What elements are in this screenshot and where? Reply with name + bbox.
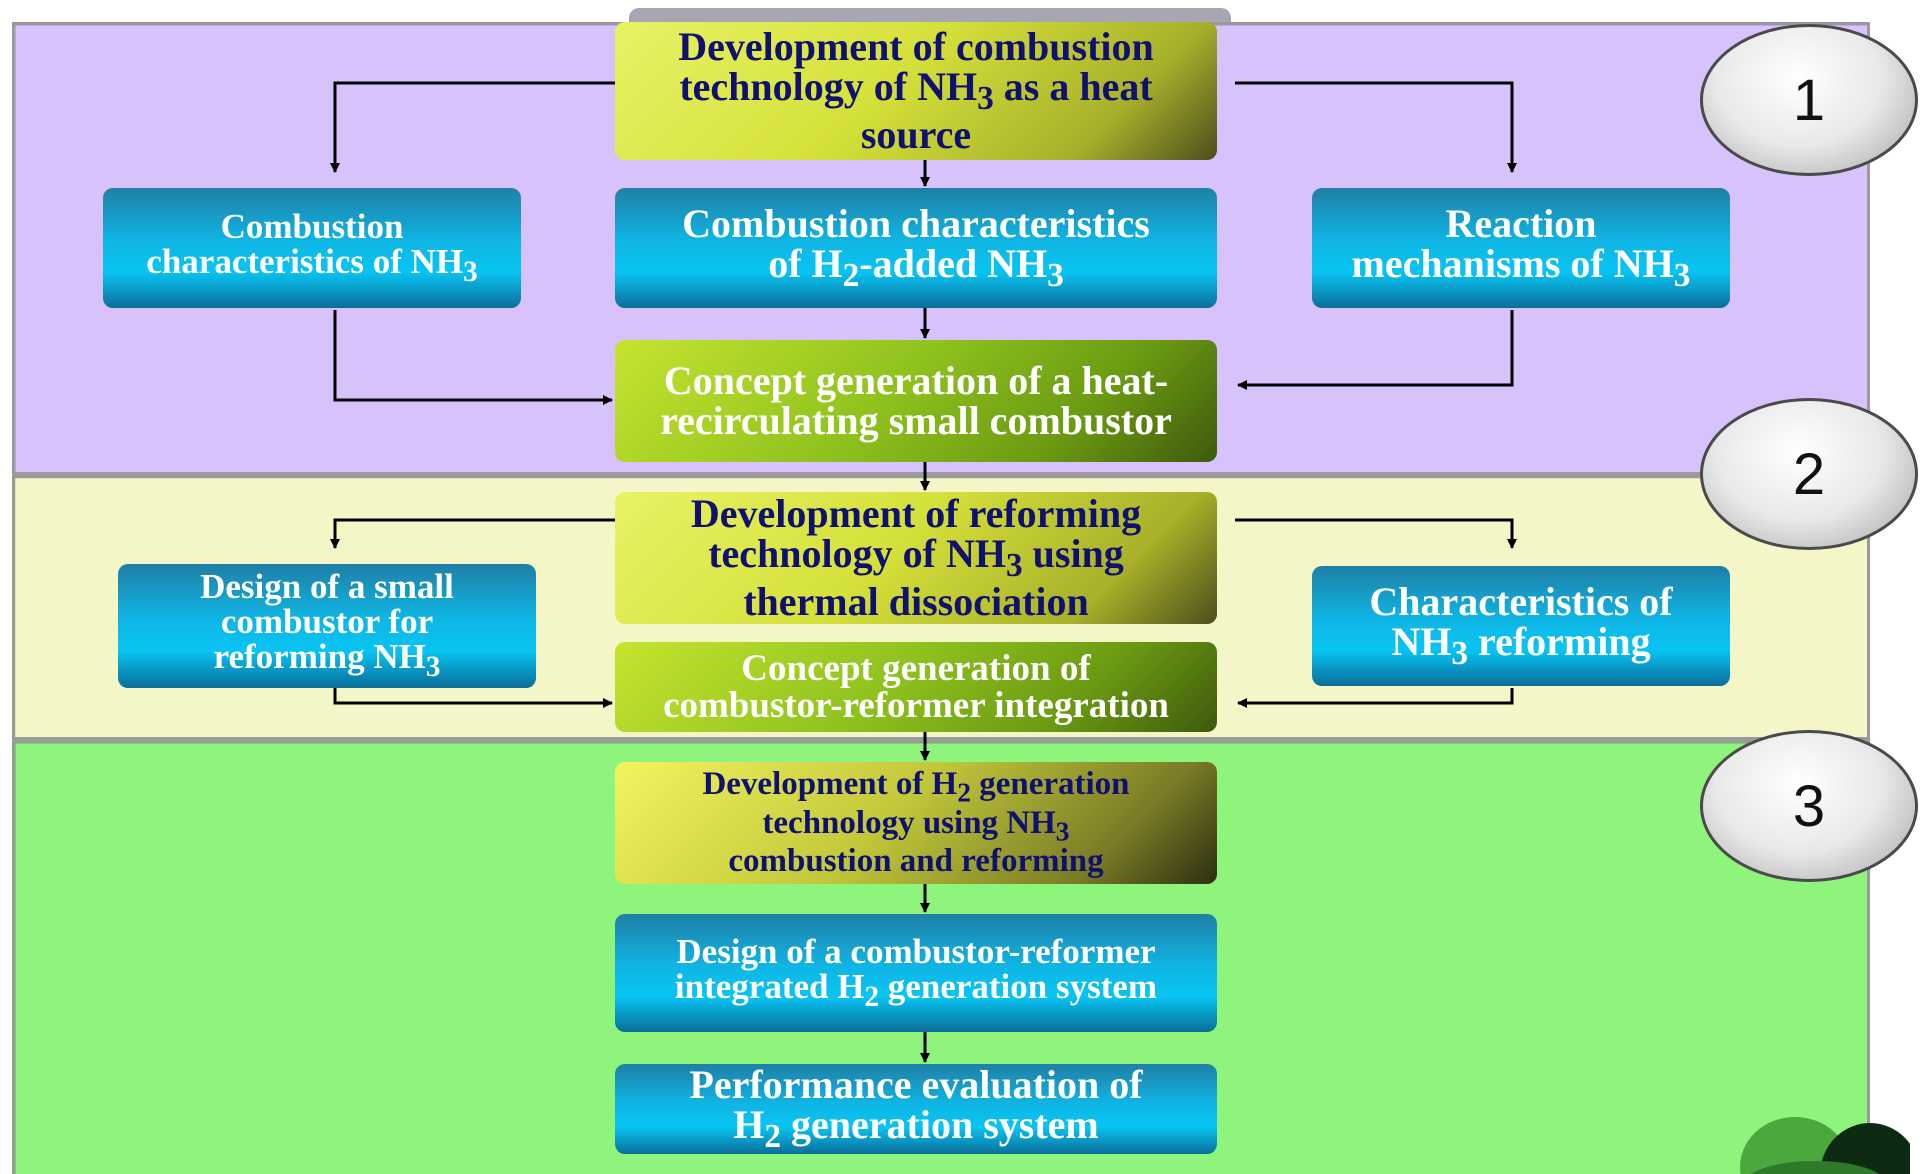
box-development-combustion-technology: Development of combustion technology of …	[615, 8, 1231, 160]
subscript: 3	[463, 255, 478, 288]
arrow-p2-left	[330, 518, 615, 549]
arrow-left-to-concept	[333, 310, 613, 405]
box-text: Concept generation of a heat-	[663, 358, 1169, 403]
box-text: as a heat	[993, 63, 1153, 109]
subscript: 2	[764, 1117, 782, 1155]
box-text: Characteristics of	[1369, 578, 1673, 624]
box-text: technology of NH	[708, 530, 1006, 576]
box-performance-evaluation: Performance evaluation of H2 generation …	[615, 1050, 1231, 1155]
subscript: 3	[1673, 256, 1691, 294]
box-development-h2-generation: Development of H2 generation technology …	[615, 748, 1231, 884]
subscript: 3	[977, 79, 994, 117]
arrow-p2-right-to-integ	[1237, 688, 1514, 708]
arrow-right-to-concept	[1237, 310, 1514, 390]
box-text: Concept generation of	[741, 648, 1091, 689]
box-text: Reaction	[1445, 200, 1597, 246]
box-text: thermal dissociation	[743, 579, 1089, 625]
subscript: 2	[842, 256, 860, 294]
box-development-reforming-technology: Development of reforming technology of N…	[615, 478, 1231, 625]
box-text: using	[1022, 530, 1124, 576]
box-text: technology using NH	[762, 804, 1056, 841]
subscript: 3	[425, 651, 441, 684]
box-text: reforming	[1468, 618, 1651, 664]
phase-badge-2: 2	[1700, 398, 1918, 550]
subscript: 3	[1005, 546, 1023, 584]
box-design-small-combustor: Design of a small combustor for reformin…	[118, 550, 550, 688]
badge-label: 1	[1792, 67, 1826, 133]
box-text: H	[733, 1101, 765, 1147]
box-text: combustor for	[220, 602, 434, 642]
subscript: 3	[1451, 634, 1469, 672]
box-text: generation	[970, 766, 1130, 803]
box-text: mechanisms of NH	[1351, 240, 1674, 286]
subscript: 3	[1047, 256, 1064, 294]
subscript: 2	[864, 980, 880, 1013]
box-text: NH	[1391, 618, 1452, 664]
box-text: technology of NH	[679, 63, 978, 109]
phase-badge-3: 3	[1700, 730, 1918, 882]
badge-label: 2	[1792, 441, 1826, 507]
box-text: Development of combustion	[678, 23, 1154, 69]
arrow-top-left	[330, 81, 615, 173]
box-text: Combustion characteristics	[682, 200, 1150, 246]
box-text: generation system	[879, 966, 1158, 1006]
box-text: of H	[768, 240, 843, 286]
box-text: -added NH	[859, 240, 1048, 286]
box-text: Design of a combustor-reformer	[676, 931, 1156, 971]
box-combustion-characteristics-nh3: Combustion characteristics of NH3	[103, 174, 535, 308]
box-characteristics-nh3-reforming: Characteristics of NH3 reforming	[1312, 552, 1744, 686]
box-text: reforming NH	[213, 637, 426, 677]
box-text: characteristics of NH	[146, 241, 464, 281]
box-text: Development of reforming	[690, 490, 1142, 536]
box-concept-combustor-reformer-integration: Concept generation of combustor-reformer…	[615, 628, 1231, 732]
phase-badge-1: 1	[1700, 24, 1918, 176]
box-text: source	[860, 112, 972, 158]
box-text: Design of a small	[200, 567, 454, 607]
box-text: Development of H	[702, 766, 958, 803]
subscript: 2	[957, 777, 971, 808]
box-reaction-mechanisms-nh3: Reaction mechanisms of NH3	[1312, 174, 1744, 308]
arrow-p2-left-to-integ	[333, 688, 613, 708]
badge-label: 3	[1792, 773, 1826, 839]
subscript: 3	[1055, 815, 1070, 847]
arrow-top-right	[1235, 81, 1517, 173]
box-concept-heat-recirculating: Concept generation of a heat- recirculat…	[615, 326, 1231, 462]
box-text: combustion and reforming	[728, 842, 1104, 879]
box-text: generation system	[781, 1101, 1099, 1147]
box-design-integrated-system: Design of a combustor-reformer integrate…	[615, 900, 1231, 1032]
box-text: recirculating small combustor	[660, 398, 1172, 443]
organization-logo-icon	[1720, 1105, 1910, 1174]
box-text: integrated H	[674, 966, 865, 1006]
box-combustion-characteristics-h2-nh3: Combustion characteristics of H2-added N…	[615, 174, 1231, 308]
box-text: Combustion	[220, 206, 404, 246]
box-text: combustor-reformer integration	[663, 685, 1169, 726]
arrow-p2-right	[1235, 518, 1517, 549]
box-text: Performance evaluation of	[689, 1061, 1143, 1107]
